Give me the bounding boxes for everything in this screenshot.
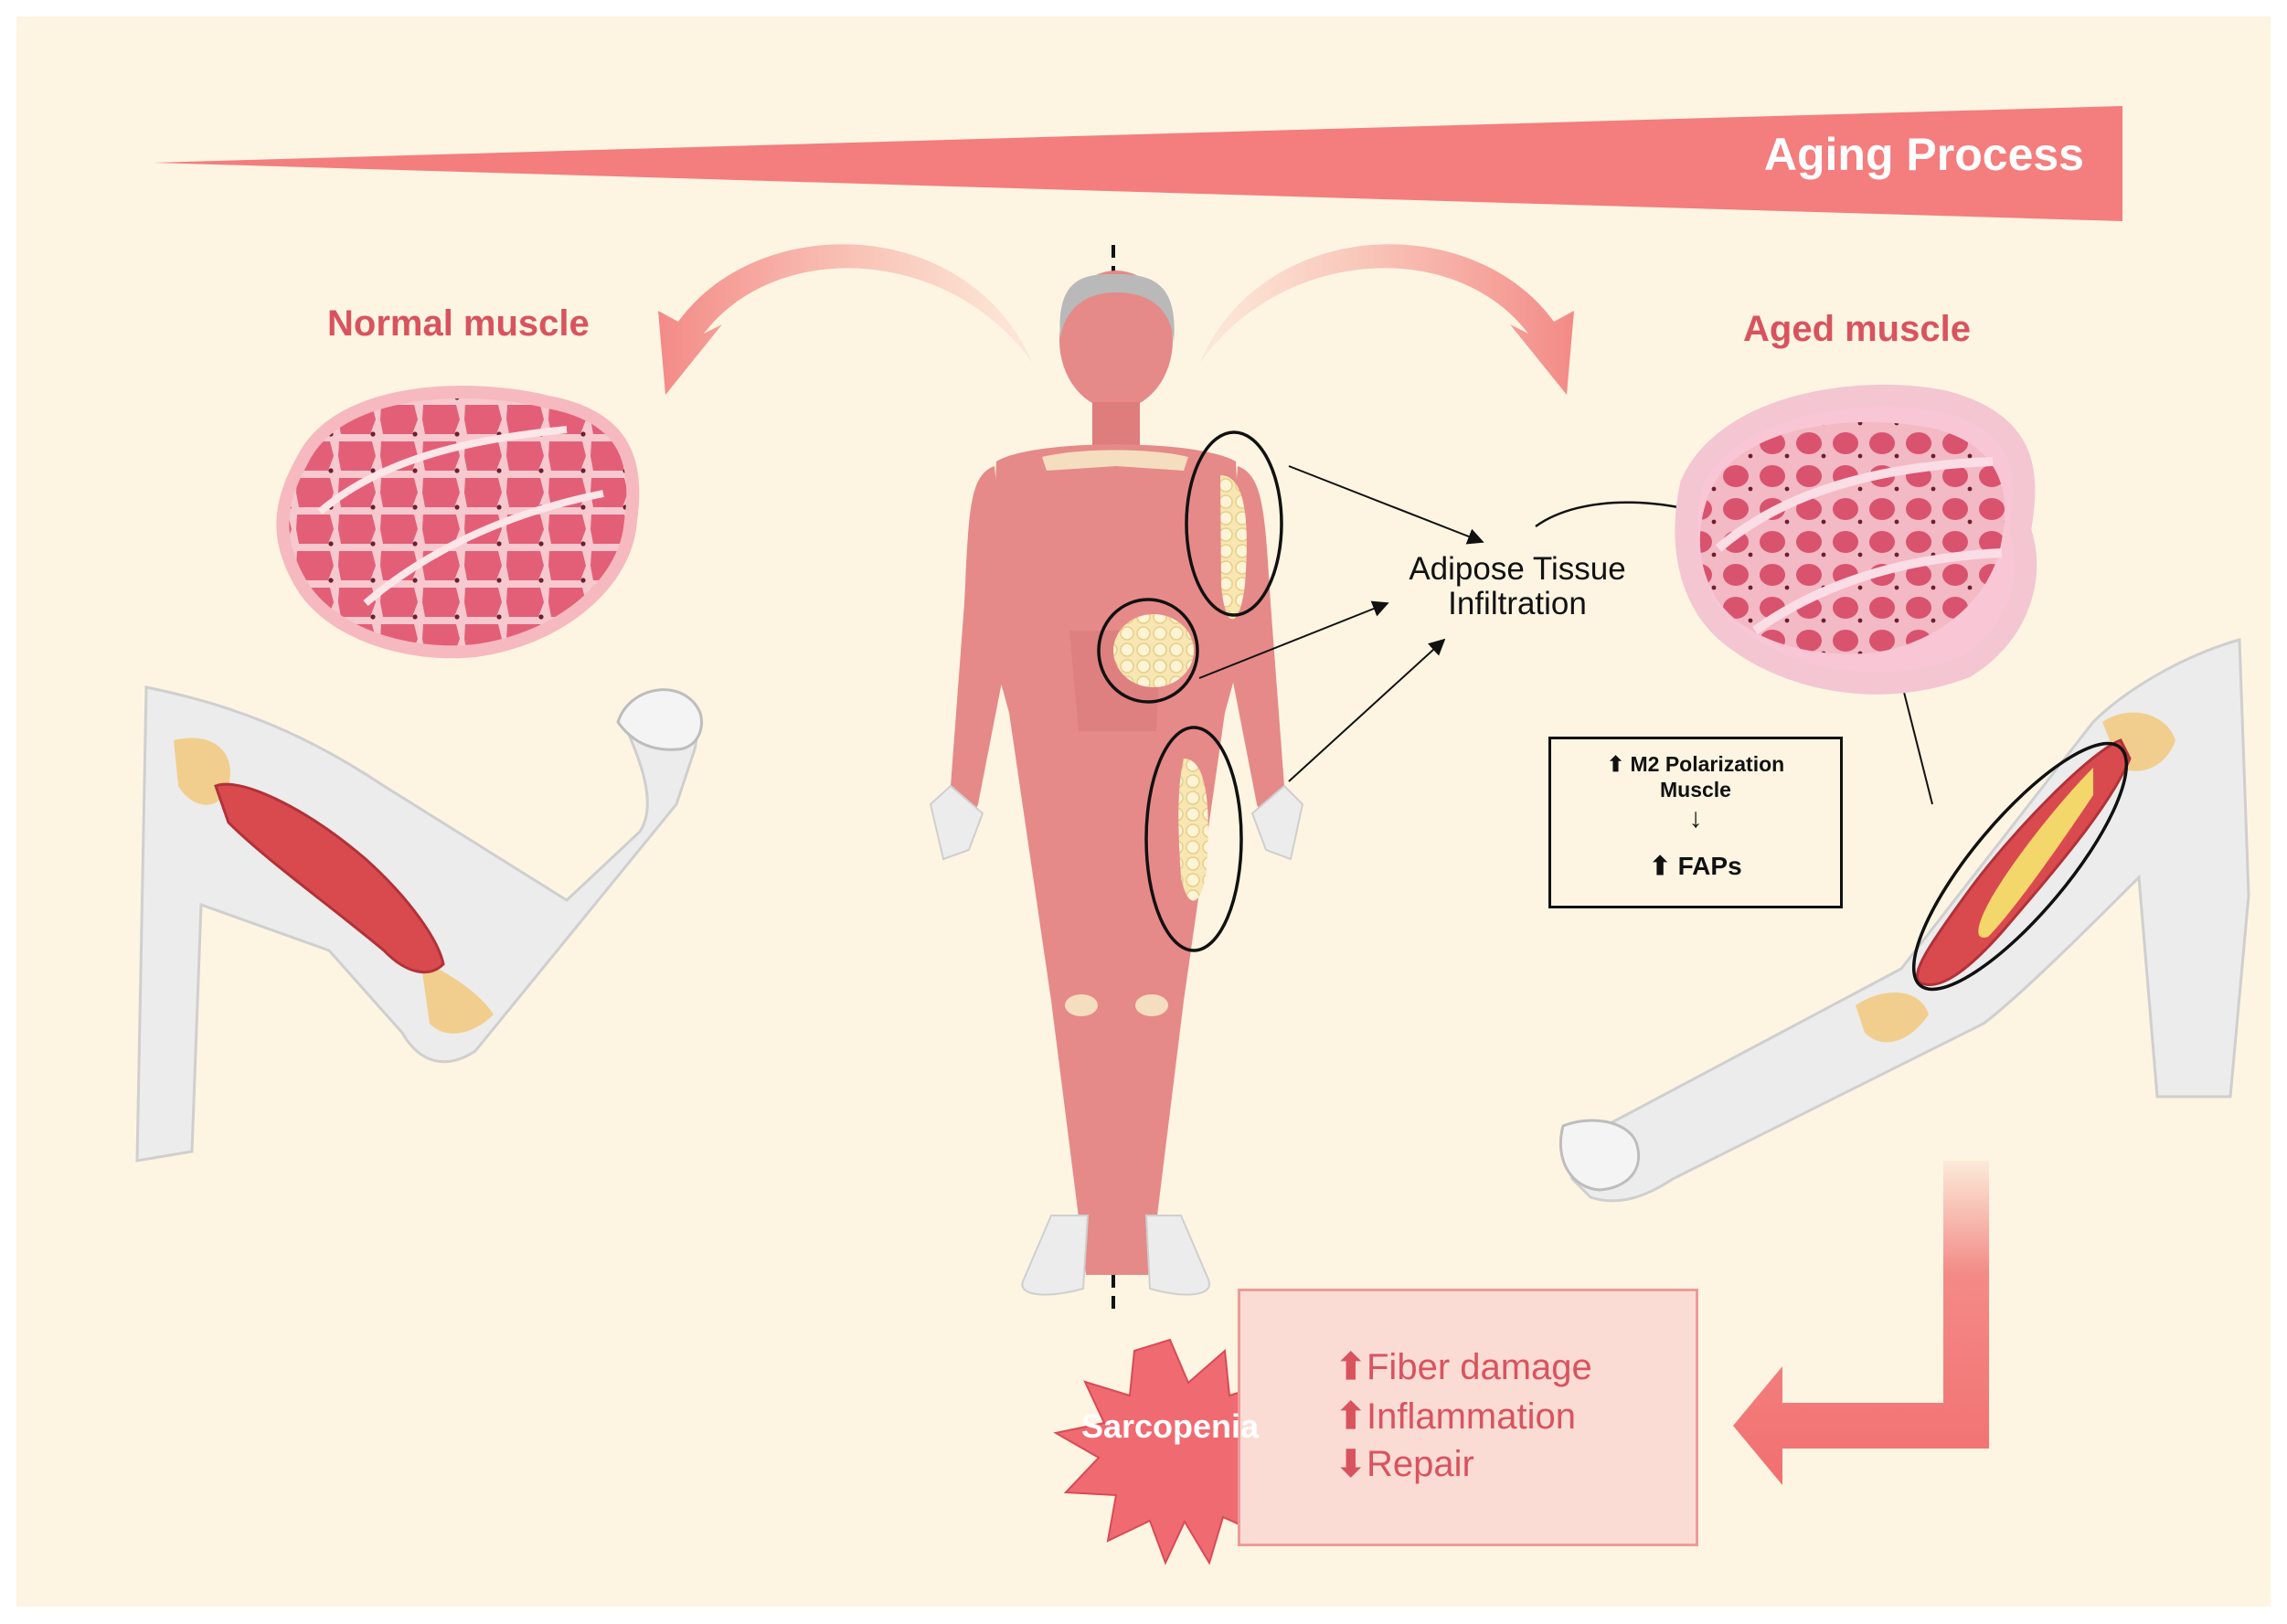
curved-arrow-left	[658, 244, 1033, 395]
muscle-cross-section-icon	[276, 386, 640, 659]
effect-text: Fiber damage	[1367, 1347, 1592, 1387]
up-arrow-icon: ⬆	[1335, 1347, 1367, 1387]
fat-circle-abdomen	[1097, 598, 1199, 704]
faps-text: FAPs	[1677, 852, 1742, 880]
effect-text: Repair	[1367, 1444, 1474, 1484]
fat-deposit-abdomen	[1113, 614, 1194, 687]
down-arrow-icon: ↓	[1688, 803, 1703, 833]
up-arrow-icon: ⬆	[1649, 852, 1671, 880]
curved-arrow-right	[1199, 244, 1574, 395]
normal-muscle-title: Normal muscle	[327, 303, 590, 344]
m2-polarization-box: ⬆ M2 Polarization Muscle ↓ ⬆ FAPs	[1548, 737, 1843, 908]
fat-circle-thigh	[1144, 726, 1243, 952]
sarcopenia-label: Sarcopenia	[1080, 1407, 1260, 1445]
arrow-abdomen-to-label	[1198, 600, 1389, 679]
adipose-label-line1: Adipose Tissue	[1409, 551, 1626, 587]
aging-process-wedge	[154, 106, 2122, 221]
effect-item: ⬇Repair	[1335, 1443, 1474, 1485]
muscle-text: Muscle	[1660, 778, 1731, 801]
fat-circle-arm	[1185, 430, 1283, 617]
aged-arm-icon	[1558, 638, 2250, 1203]
aging-process-title: Aging Process	[1763, 129, 2084, 180]
human-body-muscle-icon	[929, 271, 1304, 1296]
aged-muscle-cross-section-icon	[1675, 384, 2037, 695]
m2-polarization-text: M2 Polarization	[1630, 752, 1785, 776]
flexed-arm-icon	[135, 685, 703, 1162]
down-arrow-icon: ⬇	[1335, 1444, 1367, 1484]
faps-line: ⬆ FAPs	[1551, 851, 1840, 881]
sarcopenia-effects-box: ⬆Fiber damage ⬆Inflammation ⬇Repair	[1238, 1289, 1698, 1546]
up-arrow-icon: ⬆	[1606, 752, 1625, 776]
fat-deposit-arm	[1220, 475, 1247, 620]
m2-polarization-line: ⬆ M2 Polarization	[1551, 752, 1840, 777]
adipose-infiltration-label: Adipose Tissue Infiltration	[1371, 552, 1664, 621]
bent-arrow	[1733, 1161, 1989, 1485]
effect-item: ⬆Inflammation	[1335, 1396, 1576, 1438]
effect-text: Inflammation	[1367, 1396, 1576, 1437]
adipose-label-line2: Infiltration	[1448, 586, 1587, 621]
aged-muscle-title: Aged muscle	[1743, 309, 1971, 349]
effect-item: ⬆Fiber damage	[1335, 1346, 1592, 1388]
up-arrow-icon: ⬆	[1335, 1396, 1367, 1437]
arrow-thigh-to-label	[1288, 638, 1446, 782]
arrow-arm-to-label	[1288, 465, 1484, 545]
fat-deposit-thigh	[1178, 759, 1208, 901]
